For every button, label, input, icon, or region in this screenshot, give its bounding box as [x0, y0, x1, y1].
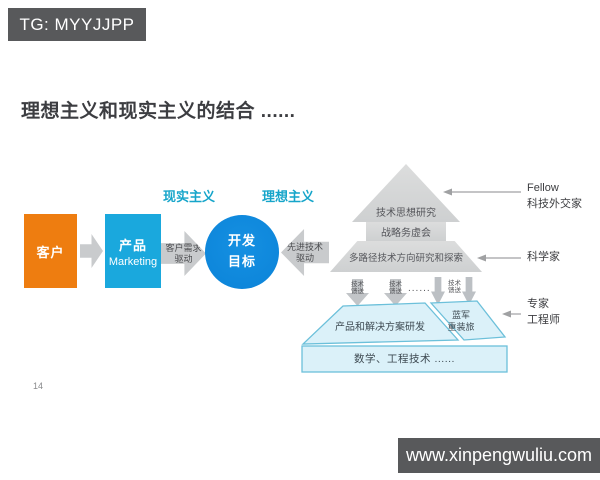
- tech-driven-arrow-icon: 先进技术 驱动: [281, 229, 329, 276]
- product-label: 产品: [118, 237, 147, 253]
- label-realism: 现实主义: [163, 189, 216, 204]
- tech-driven-label: 先进技术 驱动: [286, 241, 323, 263]
- feed-arrow-label: 技术 馈送: [351, 281, 364, 296]
- label-idealism: 理想主义: [262, 189, 315, 204]
- goal-line2: 目标: [227, 254, 256, 269]
- page-number: 14: [33, 381, 44, 391]
- marketing-label: Marketing: [108, 255, 158, 268]
- platform-main-label: 产品和解决方案研发: [335, 322, 425, 333]
- feed-arrow-label: 技术 馈送: [448, 280, 461, 295]
- left-arrowhead-icon: [477, 254, 486, 262]
- website-badge: www.xinpengwuliu.com: [398, 438, 600, 473]
- role-scientist: 科学家: [527, 250, 560, 266]
- page-title: 理想主义和现实主义的结合 ......: [21, 101, 296, 122]
- telegram-badge: TG: MYYJJPP: [8, 8, 146, 41]
- feed-arrow-icon: [462, 277, 476, 305]
- product-marketing-box: 产品 Marketing: [105, 214, 161, 288]
- pyramid-top-triangle: 技术思想研究: [352, 164, 460, 222]
- demand-driven-label: 客户需求 驱动: [165, 242, 202, 264]
- role-expert-engineer: 专家 工程师: [527, 297, 560, 329]
- feed-ellipsis: ......: [408, 283, 431, 294]
- role-line1: 科学家: [527, 251, 560, 263]
- dev-goal-circle: 开发 目标: [205, 215, 279, 289]
- role-line1: Fellow: [527, 182, 559, 194]
- role-fellow: Fellow 科技外交家: [527, 181, 582, 213]
- platform-bluearmy-label: 蓝军 重装旅: [430, 309, 492, 333]
- platform-base-label: 数学、工程技术 ......: [354, 353, 455, 365]
- role-line2: 工程师: [527, 313, 560, 326]
- demand-driven-arrow-icon: 客户需求 驱动: [161, 231, 206, 276]
- bluearmy-line1: 蓝军: [451, 310, 470, 320]
- pyramid-middle-band: 战略务虚会: [366, 222, 446, 241]
- pyramid-top-label: 技术思想研究: [376, 208, 436, 219]
- bluearmy-line2: 重装旅: [447, 322, 475, 333]
- feed-arrow-icon: [431, 277, 445, 305]
- role-line2: 科技外交家: [527, 197, 582, 210]
- role-line1: 专家: [527, 298, 549, 310]
- flow-arrow-icon: [80, 234, 103, 268]
- left-arrowhead-icon: [443, 188, 452, 196]
- left-arrowhead-icon: [502, 310, 511, 318]
- customer-box: 客户: [24, 214, 77, 288]
- pyramid-bottom-band: 多路径技术方向研究和探索: [330, 241, 482, 272]
- feed-arrow-label: 技术 馈送: [389, 281, 402, 296]
- goal-line1: 开发: [227, 233, 256, 249]
